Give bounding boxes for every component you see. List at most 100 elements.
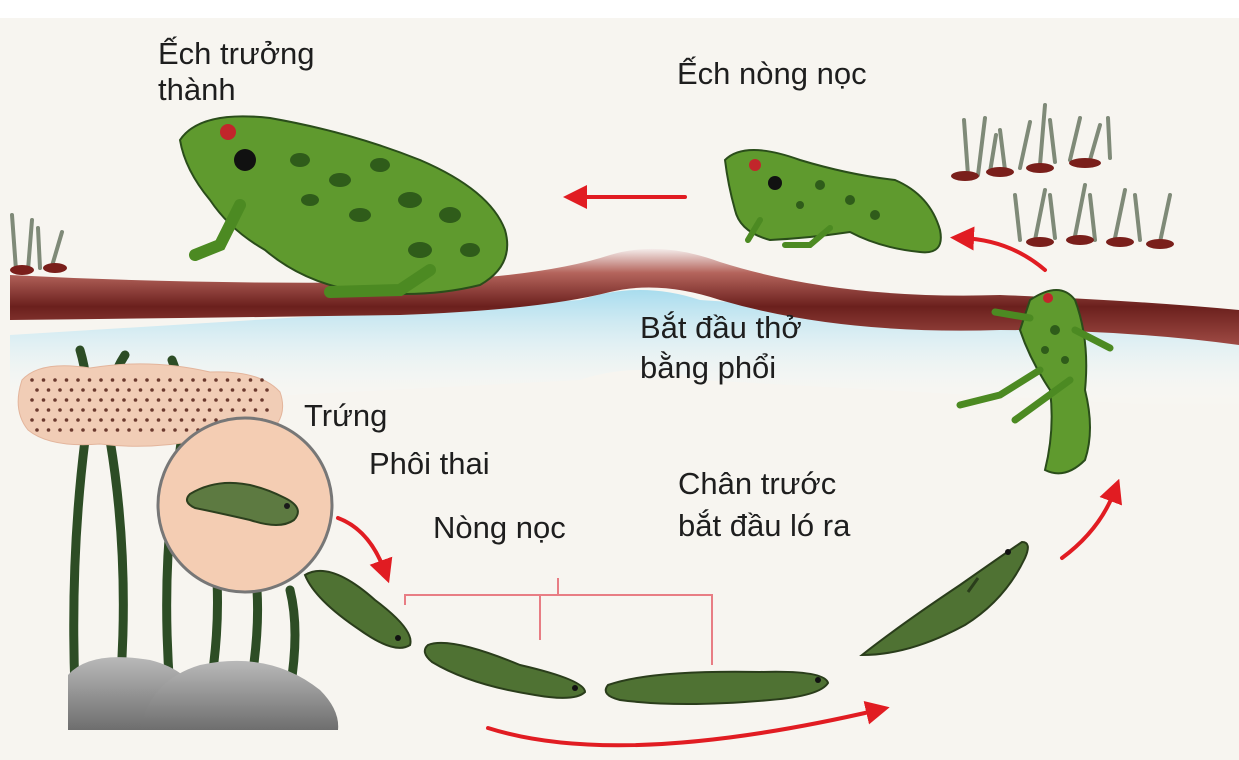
- egg-dot: [157, 378, 161, 382]
- egg-dot: [226, 378, 230, 382]
- egg-dot: [254, 408, 258, 412]
- label-lungs-line2: bằng phổi: [640, 350, 776, 386]
- egg-dot: [30, 378, 34, 382]
- egg-dot: [168, 378, 172, 382]
- egg-dot: [30, 418, 34, 422]
- egg-dot: [104, 408, 108, 412]
- egg-dot: [231, 408, 235, 412]
- egg-dot: [93, 428, 97, 432]
- egg-dot: [185, 428, 189, 432]
- egg-dot: [208, 408, 212, 412]
- egg-dot: [139, 428, 143, 432]
- egg-dot: [81, 428, 85, 432]
- label-adult-frog-line2: thành: [158, 72, 236, 108]
- egg-dot: [88, 378, 92, 382]
- egg-dot: [265, 388, 269, 392]
- egg-dot: [53, 418, 57, 422]
- egg-dot: [231, 388, 235, 392]
- egg-dot: [219, 388, 223, 392]
- egg-dot: [134, 418, 138, 422]
- egg-dot: [58, 428, 62, 432]
- egg-dot: [122, 378, 126, 382]
- egg-dot: [111, 398, 115, 402]
- egg-dot: [265, 408, 269, 412]
- egg-dot: [185, 408, 189, 412]
- egg-dot: [173, 428, 177, 432]
- egg-dot: [127, 388, 131, 392]
- egg-dot: [150, 408, 154, 412]
- egg-dot: [173, 388, 177, 392]
- egg-dot: [116, 408, 120, 412]
- egg-dot: [127, 428, 131, 432]
- egg-dot: [196, 388, 200, 392]
- egg-dot: [65, 398, 69, 402]
- label-froglet: Ếch nòng nọc: [677, 56, 867, 92]
- egg-dot: [70, 428, 74, 432]
- label-adult-frog-line1: Ếch trưởng: [158, 36, 315, 72]
- egg-dot: [70, 388, 74, 392]
- egg-dot: [191, 418, 195, 422]
- egg-dot: [203, 398, 207, 402]
- egg-dot: [139, 408, 143, 412]
- egg-dot: [254, 388, 258, 392]
- egg-dot: [76, 418, 80, 422]
- egg-dot: [111, 378, 115, 382]
- egg-dot: [35, 408, 39, 412]
- egg-dot: [81, 408, 85, 412]
- egg-dot: [42, 378, 46, 382]
- egg-dot: [139, 388, 143, 392]
- egg-dot: [157, 398, 161, 402]
- egg-dot: [81, 388, 85, 392]
- egg-dot: [122, 398, 126, 402]
- egg-dot: [191, 398, 195, 402]
- egg-dot: [242, 388, 246, 392]
- egg-dot: [30, 398, 34, 402]
- egg-dot: [42, 398, 46, 402]
- egg-dot: [260, 378, 264, 382]
- egg-dot: [122, 418, 126, 422]
- label-front-legs-line2: bắt đầu ló ra: [678, 508, 850, 544]
- egg-dot: [157, 418, 161, 422]
- egg-dot: [249, 378, 253, 382]
- egg-dot: [116, 388, 120, 392]
- egg-dot: [196, 408, 200, 412]
- label-eggs: Trứng: [304, 398, 387, 434]
- label-embryo: Phôi thai: [369, 446, 490, 482]
- egg-dot: [219, 408, 223, 412]
- egg-dot: [104, 428, 108, 432]
- egg-dot: [162, 408, 166, 412]
- egg-dot: [260, 398, 264, 402]
- label-tadpole: Nòng nọc: [433, 510, 566, 546]
- egg-dot: [191, 378, 195, 382]
- egg-dot: [65, 378, 69, 382]
- egg-dot: [70, 408, 74, 412]
- egg-dot: [111, 418, 115, 422]
- egg-dot: [180, 418, 184, 422]
- egg-dot: [145, 418, 149, 422]
- top-border: [0, 0, 1239, 18]
- egg-dot: [47, 428, 51, 432]
- egg-dot: [203, 418, 207, 422]
- egg-dot: [180, 398, 184, 402]
- egg-dot: [214, 398, 218, 402]
- egg-dot: [214, 378, 218, 382]
- egg-dot: [35, 428, 39, 432]
- egg-dot: [145, 398, 149, 402]
- label-front-legs-line1: Chân trước: [678, 466, 836, 502]
- label-lungs-line1: Bắt đầu thở: [640, 310, 802, 346]
- egg-dot: [237, 398, 241, 402]
- egg-dot: [76, 378, 80, 382]
- egg-dot: [226, 398, 230, 402]
- egg-dot: [208, 388, 212, 392]
- egg-dot: [47, 388, 51, 392]
- egg-dot: [127, 408, 131, 412]
- egg-dot: [134, 378, 138, 382]
- egg-dot: [242, 408, 246, 412]
- egg-dot: [249, 398, 253, 402]
- egg-dot: [58, 408, 62, 412]
- egg-dot: [42, 418, 46, 422]
- egg-dot: [203, 378, 207, 382]
- egg-dot: [99, 378, 103, 382]
